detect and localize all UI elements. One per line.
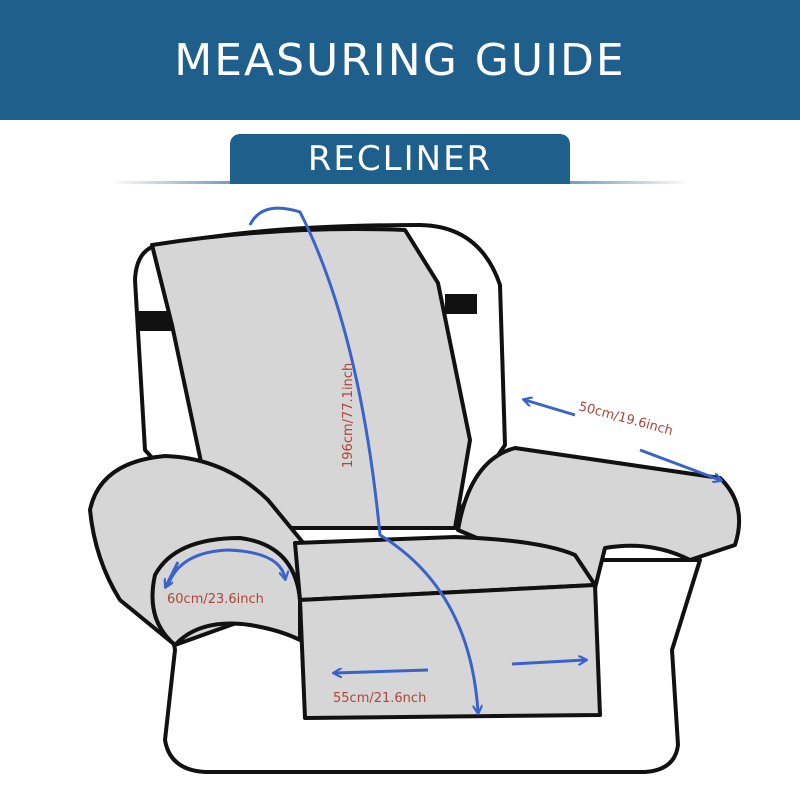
measurement-arrows xyxy=(166,206,720,712)
header-banner: MEASURING GUIDE xyxy=(0,0,800,120)
back-length-arrow xyxy=(248,206,478,712)
arm-wrap-label: 60cm/23.6inch xyxy=(167,592,264,607)
recliner-tab-label: RECLINER xyxy=(307,139,493,179)
left-arm-front xyxy=(150,536,302,647)
seat-width-label: 55cm/21.6nch xyxy=(333,691,426,706)
seat-width-arrow-left xyxy=(335,670,429,673)
arm-wrap-arrow-start xyxy=(166,561,180,586)
front-flap xyxy=(298,583,602,720)
recliner-tab: RECLINER xyxy=(230,134,570,184)
arm-depth-arrow-left xyxy=(525,400,576,417)
seat-width-arrow-right xyxy=(511,660,585,666)
back-straps xyxy=(138,294,477,331)
arm-depth-label: 50cm/19.6inch xyxy=(577,399,675,439)
tab-divider xyxy=(110,181,690,184)
back-length-label: 196cm/77.1inch xyxy=(341,363,356,468)
arm-wrap-arrow xyxy=(166,548,285,586)
page-title: MEASURING GUIDE xyxy=(174,34,626,86)
backrest-cover xyxy=(150,227,472,530)
arm-depth-arrow-right xyxy=(639,448,720,480)
seat-cushion xyxy=(293,535,597,602)
